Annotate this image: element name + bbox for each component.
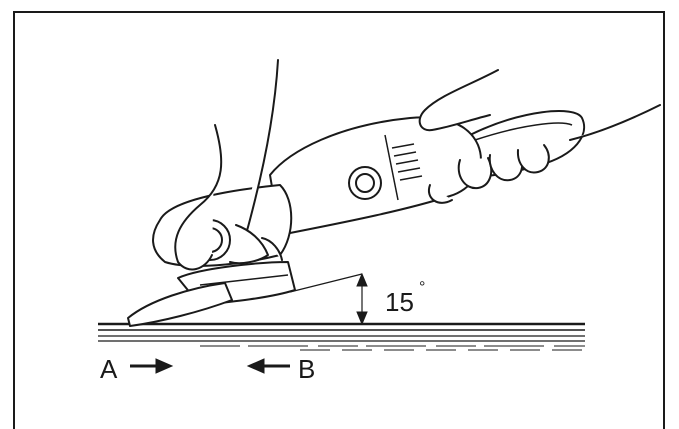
workpiece-surface (98, 322, 585, 351)
arrow-right-icon (130, 358, 174, 374)
direction-b-label: B (298, 354, 315, 384)
direction-a-label: A (100, 354, 118, 384)
operator-hands (174, 59, 661, 271)
degree-symbol: ° (419, 279, 425, 296)
angle-indicator (289, 272, 368, 326)
angle-value-label: 15 (385, 287, 414, 317)
arrow-left-icon (246, 358, 290, 374)
figure-border (13, 11, 665, 429)
